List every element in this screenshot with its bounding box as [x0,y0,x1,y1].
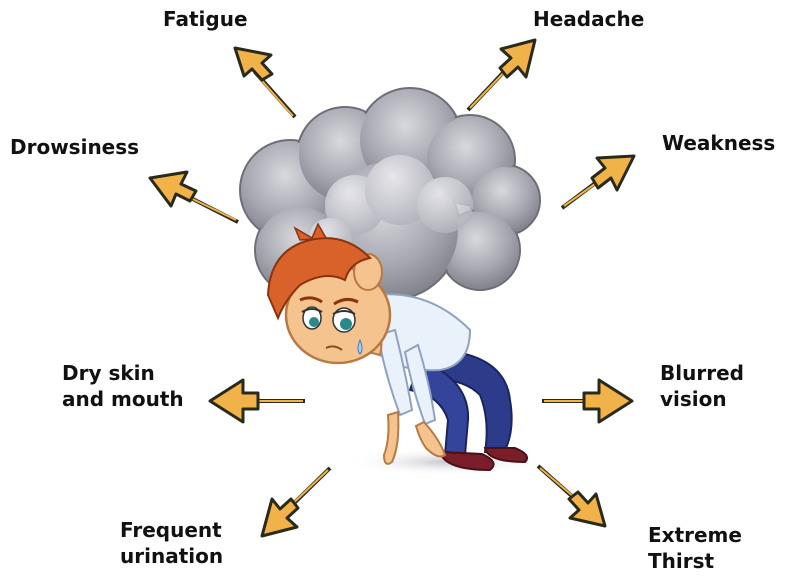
label-extreme-thirst-line1: Extreme [648,522,742,548]
label-dry-skin: Dry skin and mouth [62,360,184,412]
label-frequent-urination: Frequent urination [120,517,223,569]
label-blurred-vision-line2: vision [660,386,744,412]
arrow-weakness [562,156,634,208]
label-extreme-thirst-line2: Thirst [648,548,742,574]
label-headache: Headache [533,6,644,32]
label-fatigue: Fatigue [163,6,248,32]
label-extreme-thirst: Extreme Thirst [648,522,742,574]
label-blurred-vision: Blurred vision [660,360,744,412]
arrow-extreme-thirst [538,466,605,526]
label-frequent-urination-line1: Frequent [120,517,223,543]
arrow-headache [468,40,535,110]
label-fatigue-text: Fatigue [163,6,248,32]
label-dry-skin-line1: Dry skin [62,360,184,386]
label-blurred-vision-line1: Blurred [660,360,744,386]
arrow-fatigue [235,48,295,117]
arrow-drowsiness [150,172,238,222]
arrow-dry-skin [210,380,305,422]
label-drowsiness: Drowsiness [10,134,139,160]
label-weakness-text: Weakness [662,130,775,156]
label-drowsiness-text: Drowsiness [10,134,139,160]
label-dry-skin-line2: and mouth [62,386,184,412]
arrow-frequent-urination [262,468,330,536]
arrow-blurred-vision [542,380,632,422]
label-frequent-urination-line2: urination [120,543,223,569]
label-headache-text: Headache [533,6,644,32]
label-weakness: Weakness [662,130,775,156]
